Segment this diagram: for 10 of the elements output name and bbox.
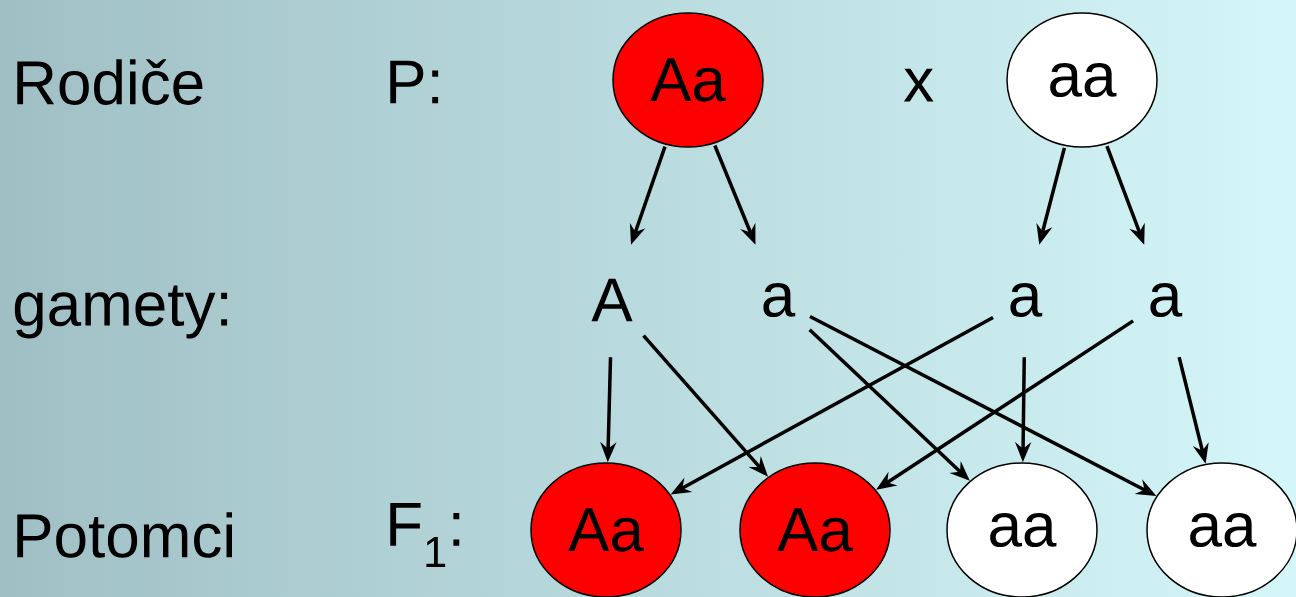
row-label: gamety: [14,285,228,339]
gamete-label: a [763,283,796,317]
row-label: F$_{1}$: [390,503,460,567]
gamete-label: a [1010,283,1043,317]
gamete-label: A [591,278,633,322]
row-label: Rodiče [17,59,203,105]
gamete-label: a [1150,283,1183,317]
row-label: Potomci [17,512,232,558]
row-label: x [903,68,934,102]
row-label: P: [390,60,439,104]
